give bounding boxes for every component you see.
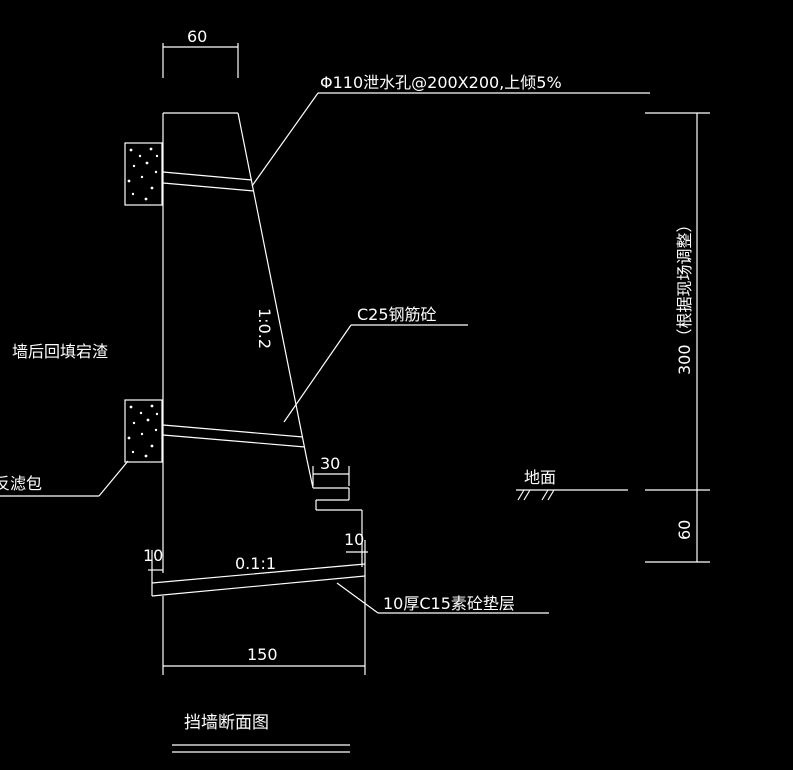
title-underline: [172, 744, 350, 753]
base-width-dimension: [162, 576, 366, 675]
base-slope-label: 0.1:1: [235, 554, 276, 573]
top-width-dimension: [162, 43, 239, 78]
concrete-note: C25钢筋砼: [357, 305, 437, 324]
base-offset-left-label: 10: [143, 546, 163, 565]
drawing-title: 挡墙断面图: [184, 713, 269, 733]
base-offset-right-dimension: [346, 540, 368, 564]
drain-hole-leader: [251, 92, 650, 187]
embed-depth-label: 60: [675, 520, 694, 540]
filter-pack-upper: [124, 142, 163, 206]
toe-width-label: 30: [320, 454, 340, 473]
drain-hole-note: Φ110泄水孔@200X200,上倾5%: [320, 73, 562, 92]
ground-label: 地面: [524, 468, 556, 487]
backfill-note: 墙后回填宕渣: [12, 342, 108, 361]
cushion-note: 10厚C15素砼垫层: [383, 594, 515, 613]
ground-line: [516, 489, 628, 501]
filter-pack-lower: [124, 399, 163, 463]
concrete-leader: [283, 324, 468, 423]
slope-ratio-label: 1:0.2: [255, 308, 274, 349]
filter-note: 反滤包: [0, 474, 42, 493]
cushion-layer: [151, 563, 366, 597]
toe-width-dimension: [312, 466, 350, 486]
height-dimension: [645, 112, 710, 563]
base-offset-left-dimension: [148, 550, 163, 583]
drain-hole-upper: [162, 171, 255, 192]
height-note: 300（根据现场调整）: [675, 216, 694, 375]
base-offset-right-label: 10: [344, 530, 364, 549]
wall-outline: [162, 112, 363, 573]
base-width-label: 150: [247, 645, 278, 664]
drain-hole-lower: [162, 424, 306, 448]
cushion-leader: [336, 582, 549, 614]
top-width-label: 60: [187, 27, 207, 46]
filter-leader: [0, 460, 129, 497]
